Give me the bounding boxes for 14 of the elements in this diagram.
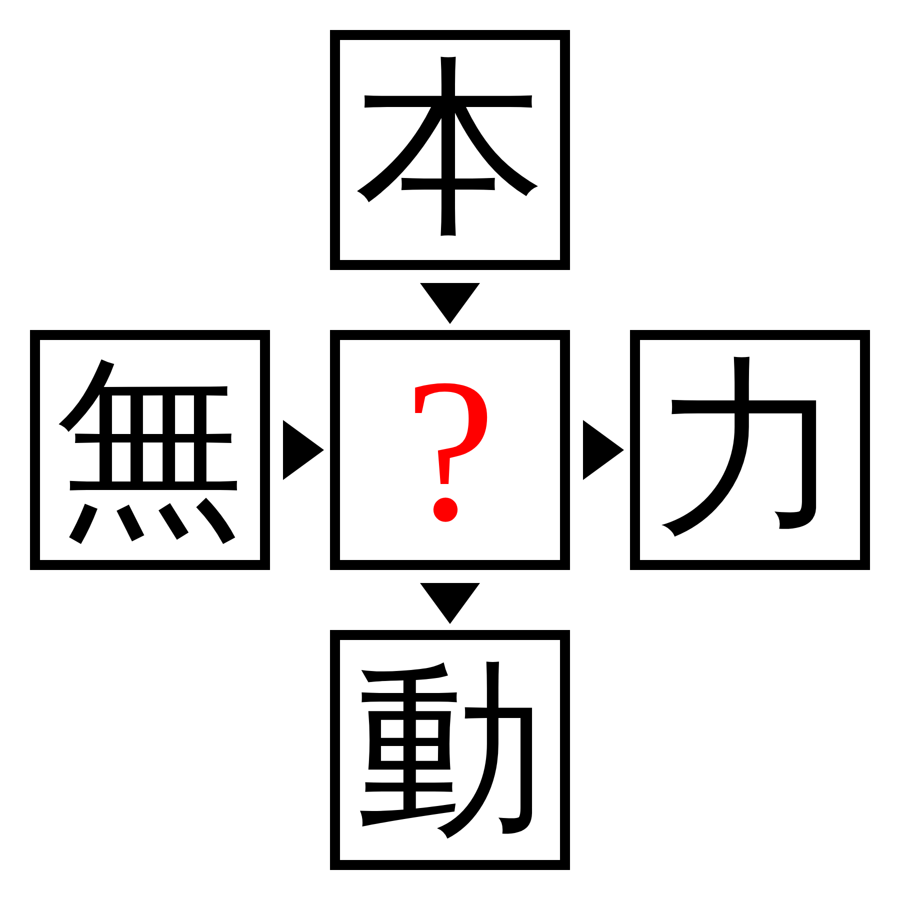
arrow xyxy=(283,420,324,480)
kanji-character: 無 xyxy=(55,355,245,545)
question-mark: ? xyxy=(404,348,496,552)
character-box xyxy=(330,330,570,570)
arrow xyxy=(583,420,624,480)
character-box xyxy=(330,630,570,870)
character-box xyxy=(630,330,870,570)
arrow xyxy=(420,583,480,624)
kanji-character: 力 xyxy=(655,355,845,545)
character-box xyxy=(330,30,570,270)
arrow xyxy=(420,283,480,324)
character-box xyxy=(30,330,270,570)
kanji-character: 本 xyxy=(355,55,545,245)
kanji-character: 動 xyxy=(355,655,545,845)
